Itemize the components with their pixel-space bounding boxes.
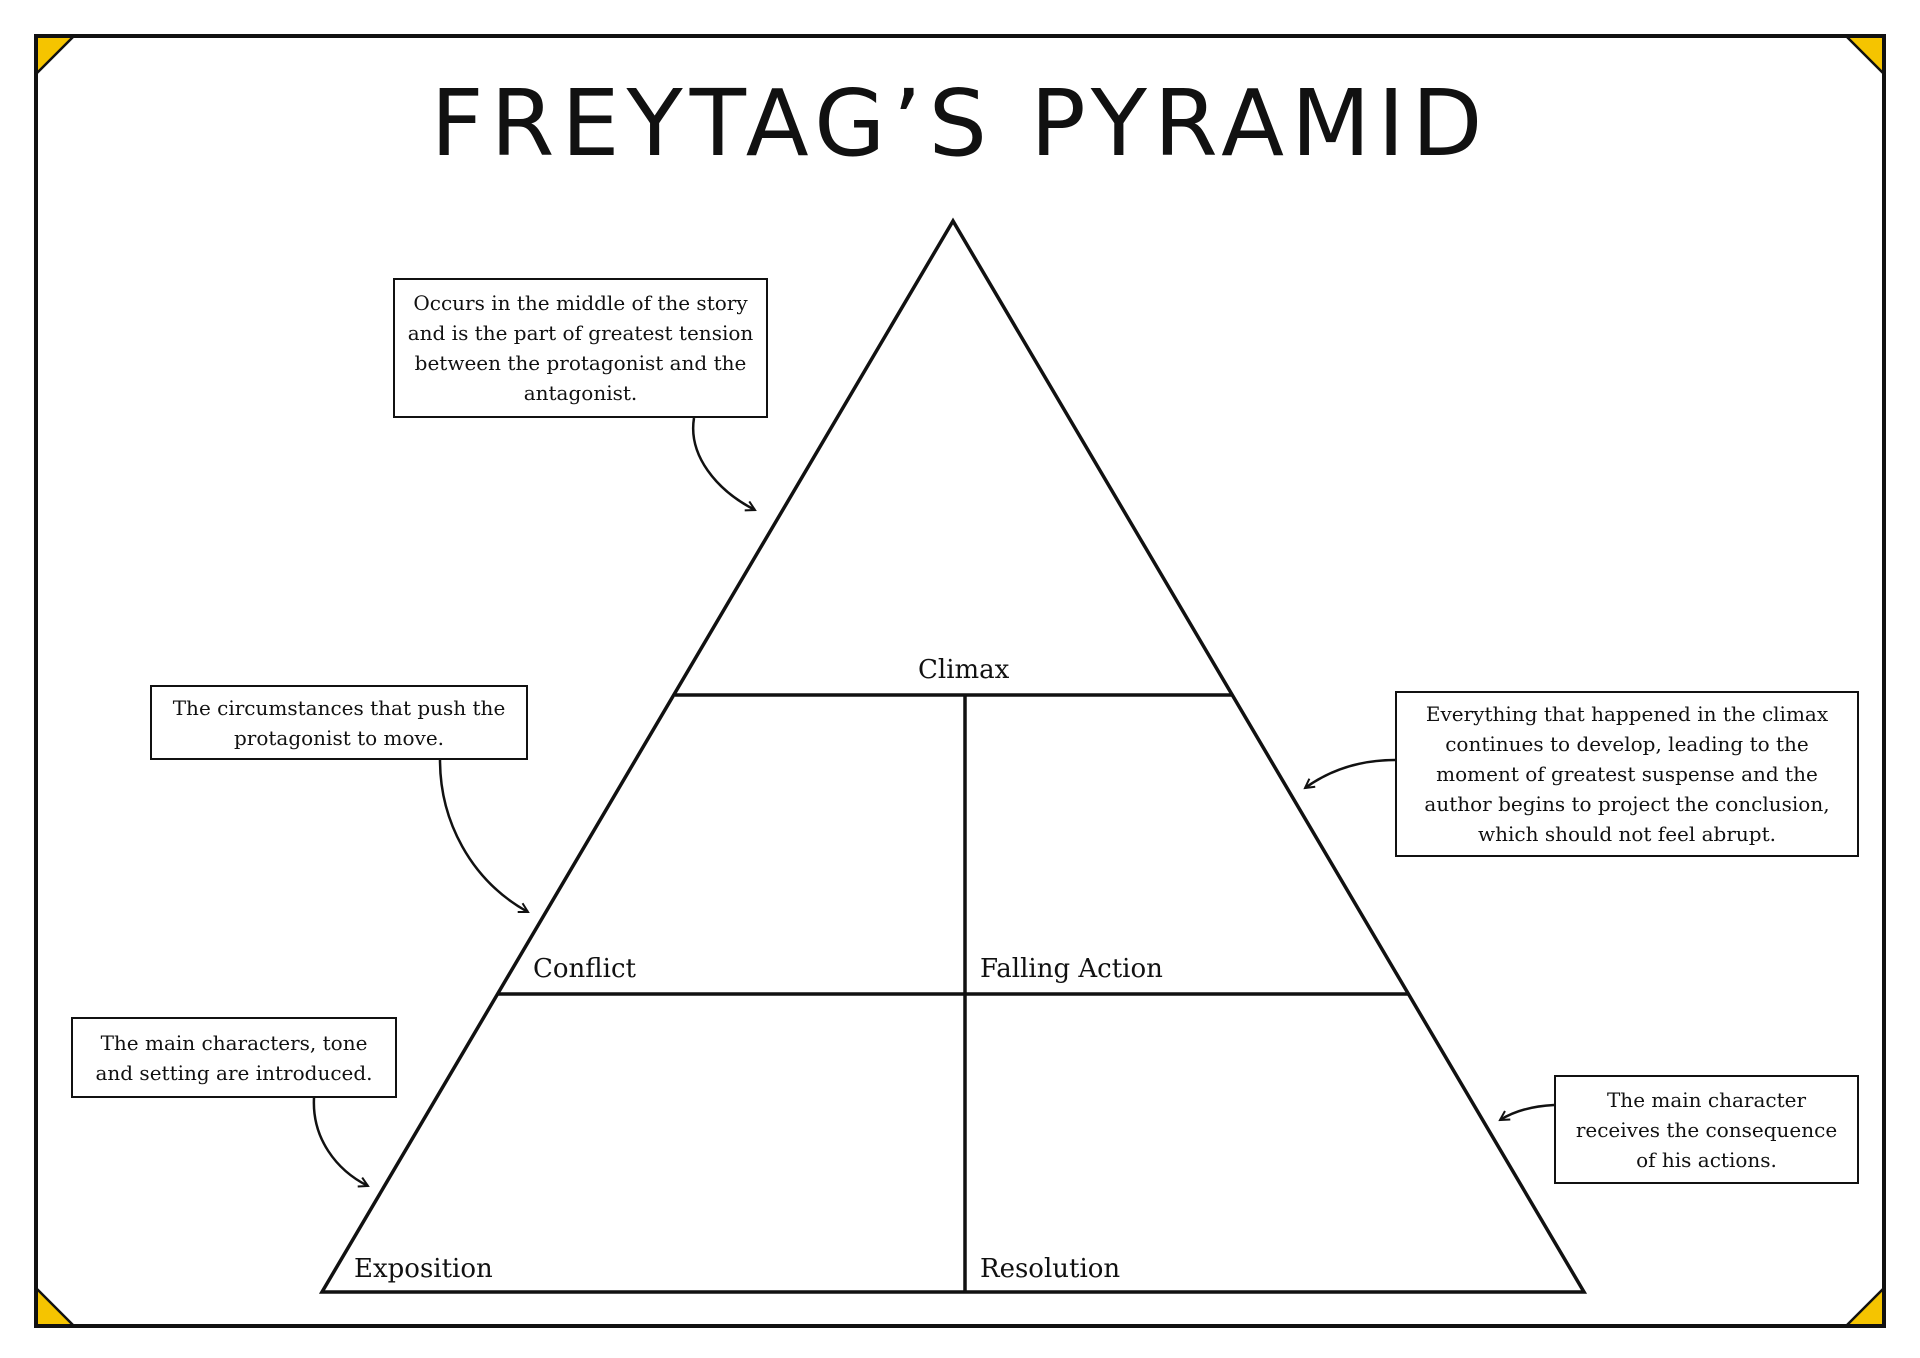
stage-label-exposition: Exposition xyxy=(354,1254,493,1284)
corner-line-top-left xyxy=(35,35,75,75)
page-title: FREYTAG’S PYRAMID xyxy=(430,70,1490,177)
arrow-climax xyxy=(691,417,755,510)
arrow-conflict xyxy=(438,759,528,914)
arrow-resolution xyxy=(1500,1103,1555,1120)
note-conflict: The circumstances that push the protagon… xyxy=(150,685,528,760)
note-climax: Occurs in the middle of the story and is… xyxy=(393,278,768,418)
stage-label-conflict: Conflict xyxy=(533,954,636,984)
corner-line-bottom-right xyxy=(1845,1287,1885,1327)
stage-label-falling-action: Falling Action xyxy=(980,954,1163,984)
stage-label-climax: Climax xyxy=(918,655,1010,685)
arrow-falling-action xyxy=(1305,758,1396,788)
corner-line-bottom-left xyxy=(35,1287,75,1327)
corner-line-top-right xyxy=(1845,35,1885,75)
pyramid-outline xyxy=(318,217,1588,1294)
page-frame xyxy=(34,34,1886,1328)
note-resolution: The main character receives the conseque… xyxy=(1554,1075,1859,1184)
note-falling-action: Everything that happened in the climax c… xyxy=(1395,691,1859,857)
arrow-exposition xyxy=(312,1097,368,1186)
stage-label-resolution: Resolution xyxy=(980,1254,1121,1284)
note-exposition: The main characters, tone and setting ar… xyxy=(71,1017,397,1098)
